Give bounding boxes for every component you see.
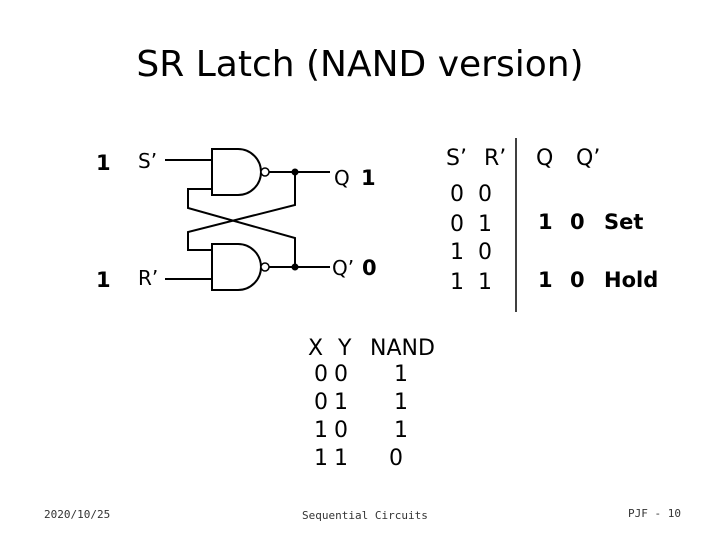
qbar-value: 0 [362, 256, 377, 280]
nand-row-3-out: 0 [389, 446, 403, 471]
sr-row-0-r: 0 [478, 182, 492, 207]
inverter-bubble-lower [260, 262, 270, 272]
footer-title: Sequential Circuits [302, 509, 428, 522]
nand-row-2-y: 0 [334, 418, 348, 443]
footer-date: 2020/10/25 [44, 508, 111, 521]
sr-row-0-s: 0 [450, 182, 464, 207]
sr-row-1-note: Set [604, 210, 644, 234]
nand-header-y: Y [338, 336, 352, 361]
page-title: SR Latch (NAND version) [136, 44, 584, 85]
sr-row-1-qn: 0 [570, 210, 585, 234]
sr-row-3-r: 1 [478, 270, 492, 295]
nand-row-3-x: 1 [314, 446, 328, 471]
nand-row-0-y: 0 [334, 362, 348, 387]
wire-feedback-qbar [187, 188, 296, 267]
sr-row-3-qn: 0 [570, 268, 585, 292]
sr-row-1-q: 1 [538, 210, 553, 234]
sr-row-1-r: 1 [478, 212, 492, 237]
q-label: Q [334, 166, 350, 190]
sr-row-1-s: 0 [450, 212, 464, 237]
r-input-label: R’ [138, 266, 159, 290]
r-input-value: 1 [96, 268, 111, 292]
nand-gate-lower [211, 243, 262, 291]
footer-page: PJF - 10 [628, 507, 681, 520]
nand-row-2-out: 1 [394, 418, 408, 443]
sr-row-2-r: 0 [478, 240, 492, 265]
sr-row-3-q: 1 [538, 268, 553, 292]
nand-header-x: X [308, 336, 324, 361]
sr-header-qn: Q’ [576, 146, 601, 171]
qbar-label: Q’ [332, 256, 355, 280]
q-value: 1 [361, 166, 376, 190]
nand-gate-upper [211, 148, 262, 196]
s-input-value: 1 [96, 151, 111, 175]
nand-row-1-x: 0 [314, 390, 328, 415]
sr-row-3-note: Hold [604, 268, 659, 292]
nand-header-out: NAND [370, 336, 435, 361]
s-input-label: S’ [138, 149, 158, 173]
wire-feedback-q [187, 172, 296, 251]
sr-header-q: Q [536, 146, 554, 171]
nand-row-1-y: 1 [334, 390, 348, 415]
nand-row-0-x: 0 [314, 362, 328, 387]
sr-header-r: R’ [484, 146, 507, 171]
nand-row-0-out: 1 [394, 362, 408, 387]
nand-row-3-y: 1 [334, 446, 348, 471]
nand-row-1-out: 1 [394, 390, 408, 415]
sr-row-2-s: 1 [450, 240, 464, 265]
sr-header-s: S’ [446, 146, 467, 171]
sr-row-3-s: 1 [450, 270, 464, 295]
nand-row-2-x: 1 [314, 418, 328, 443]
inverter-bubble-upper [260, 167, 270, 177]
